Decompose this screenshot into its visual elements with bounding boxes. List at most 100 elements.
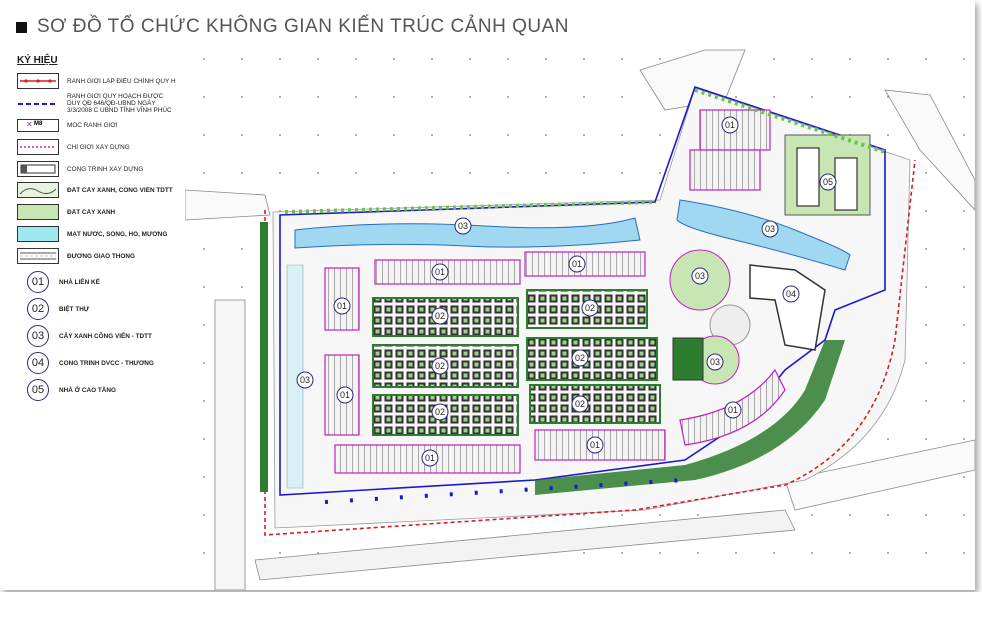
svg-text:02: 02 — [435, 311, 445, 321]
svg-text:01: 01 — [435, 267, 445, 277]
svg-text:02: 02 — [435, 407, 445, 417]
bottom-band — [0, 592, 982, 621]
tree-line-upper-right — [694, 88, 886, 154]
commercial-building — [749, 264, 826, 351]
title-row: SƠ ĐỒ TỔ CHỨC KHÔNG GIAN KIẾN TRÚC CẢNH … — [16, 14, 569, 40]
svg-text:01: 01 — [425, 453, 435, 463]
svg-text:01: 01 — [340, 390, 350, 400]
map-label-01-e: 01 — [421, 449, 439, 467]
legend-item-green-park: ĐẤT CÂY XANH, CÔNG VIÊN TDTT — [17, 182, 173, 198]
svg-text:03: 03 — [458, 221, 468, 231]
svg-text:01: 01 — [572, 259, 582, 269]
svg-text:02: 02 — [585, 303, 595, 313]
svg-text:05: 05 — [823, 177, 833, 187]
svg-text:04: 04 — [786, 289, 796, 299]
code-label-05: NHÀ Ở CAO TẦNG — [59, 386, 116, 394]
building-symbol — [17, 161, 59, 177]
code-label-01: NHÀ LIÊN KẾ — [59, 278, 100, 286]
svg-text:02: 02 — [575, 399, 585, 409]
code-label-03: CÂY XANH CÔNG VIÊN - TDTT — [59, 332, 152, 340]
legend-code-05: 05 NHÀ Ở CAO TẦNG — [17, 379, 116, 401]
map-label-02-b: 02 — [581, 299, 599, 317]
legend-item-boundary-approved: RANH GIỚI QUY HOẠCH ĐƯỢC DUY QĐ 646/QĐ-U… — [17, 93, 175, 115]
svg-text:03: 03 — [300, 375, 310, 385]
map-label-02-a: 02 — [431, 307, 449, 325]
legend-heading: KÝ HIỆU — [17, 55, 58, 66]
legend-label-boundary-adjust: RANH GIỚI LẬP ĐIỀU CHỈNH QUY H — [67, 77, 176, 85]
svg-text:01: 01 — [337, 301, 347, 311]
map-code-labels: 01 01 01 01 01 01 01 02 02 02 02 02 02 0… — [296, 116, 837, 467]
map-label-01-b: 01 — [568, 255, 586, 273]
highrise-tower-a — [796, 147, 820, 207]
svg-text:01: 01 — [728, 405, 738, 415]
svg-text:03: 03 — [695, 271, 705, 281]
legend-code-04: 04 CÔNG TRÌNH DVCC - THƯƠNG MẠ — [17, 352, 154, 374]
svg-text:02: 02 — [575, 353, 585, 363]
code-label-02: BIỆT THỰ — [59, 305, 90, 313]
marker-symbol-code: M8 — [34, 121, 43, 127]
site-plan-svg: 01 01 01 01 01 01 01 02 02 02 02 02 02 0… — [184, 40, 976, 591]
map-label-01-f: 01 — [586, 436, 604, 454]
legend-label-green: ĐẤT CÂY XANH — [67, 208, 116, 216]
tree-dots-lower — [324, 478, 686, 504]
code-circle-05: 05 — [27, 379, 49, 401]
map-label-02-f: 02 — [571, 395, 589, 413]
legend-label-building: CÔNG TRÌNH XÂY DỰNG — [67, 165, 144, 173]
map-label-01-g: 01 — [721, 116, 739, 134]
legend-item-building: CÔNG TRÌNH XÂY DỰNG — [17, 161, 143, 177]
svg-text:01: 01 — [590, 440, 600, 450]
page-title: SƠ ĐỒ TỔ CHỨC KHÔNG GIAN KIẾN TRÚC CẢNH … — [37, 16, 570, 37]
map-label-01-c: 01 — [333, 297, 351, 315]
legend-label-boundary-approved: RANH GIỚI QUY HOẠCH ĐƯỢC DUY QĐ 646/QĐ-U… — [67, 93, 172, 114]
green-edge-curve — [535, 340, 845, 495]
code-circle-02: 02 — [27, 298, 49, 320]
map-label-03-c: 03 — [296, 371, 314, 389]
map-label-05: 05 — [819, 173, 837, 191]
map-label-02-e: 02 — [431, 403, 449, 421]
water-strip-left — [286, 264, 304, 489]
code-circle-01: 01 — [27, 271, 49, 293]
road-symbol — [17, 248, 59, 264]
map-label-03-e: 03 — [706, 353, 724, 371]
red-boundary-symbol — [17, 73, 59, 89]
legend-item-water: MẶT NƯỚC, SÔNG, HỒ, MƯƠNG — [17, 226, 167, 242]
green-park-symbol — [17, 182, 59, 198]
green-strip-left — [260, 222, 268, 492]
svg-text:01: 01 — [725, 120, 735, 130]
map-label-04: 04 — [782, 285, 800, 303]
legend-label-water: MẶT NƯỚC, SÔNG, HỒ, MƯƠNG — [67, 230, 168, 238]
code-label-04: CÔNG TRÌNH DVCC - THƯƠNG MẠ — [59, 359, 154, 367]
legend-item-green: ĐẤT CÂY XANH — [17, 204, 115, 220]
site-plan-map: 01 01 01 01 01 01 01 02 02 02 02 02 02 0… — [184, 40, 976, 591]
legend-item-marker: M8 ✕ MỐC RANH GIỚI — [17, 119, 118, 132]
map-label-03-d: 03 — [691, 267, 709, 285]
legend-item-boundary-adjust: RANH GIỚI LẬP ĐIỀU CHỈNH QUY H — [17, 73, 177, 89]
map-label-01-a: 01 — [431, 263, 449, 281]
legend-item-build-line: CHỈ GIỚI XÂY DỰNG — [17, 139, 130, 155]
svg-text:03: 03 — [710, 357, 720, 367]
legend-code-01: 01 NHÀ LIÊN KẾ — [17, 271, 100, 293]
water-canal-right — [676, 199, 851, 271]
svg-text:03: 03 — [765, 224, 775, 234]
title-square-icon — [16, 21, 27, 33]
legend-label-green-park: ĐẤT CÂY XANH, CÔNG VIÊN TDTT — [67, 186, 173, 194]
map-label-03-a: 03 — [454, 217, 472, 235]
water-symbol — [17, 226, 59, 242]
map-label-01-h: 01 — [724, 401, 742, 419]
legend-label-marker: MỐC RANH GIỚI — [67, 122, 118, 129]
legend-code-02: 02 BIỆT THỰ — [17, 298, 89, 320]
build-line-symbol — [17, 139, 59, 155]
blue-boundary-symbol — [17, 96, 59, 112]
legend-label-build-line: CHỈ GIỚI XÂY DỰNG — [67, 143, 130, 151]
marker-cross-icon: ✕ — [26, 120, 33, 129]
map-label-01-d: 01 — [336, 386, 354, 404]
code-circle-03: 03 — [27, 325, 49, 347]
red-adjust-boundary — [264, 159, 916, 536]
sports-field — [672, 337, 704, 381]
map-label-02-d: 02 — [571, 349, 589, 367]
map-label-02-c: 02 — [431, 357, 449, 375]
legend-code-03: 03 CÂY XANH CÔNG VIÊN - TDTT — [17, 325, 152, 347]
legend: KÝ HIỆU RANH GIỚI LẬP ĐIỀU CHỈNH QUY H R… — [17, 55, 177, 401]
legend-label-road: ĐƯỜNG GIAO THÔNG — [67, 252, 135, 260]
legend-item-road: ĐƯỜNG GIAO THÔNG — [17, 248, 135, 264]
